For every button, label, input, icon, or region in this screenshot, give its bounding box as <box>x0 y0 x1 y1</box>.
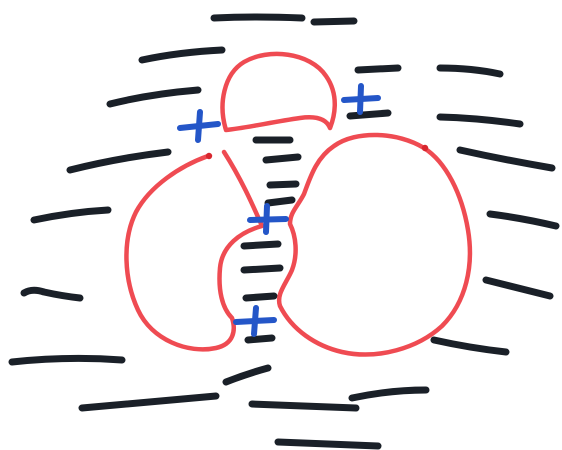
dash <box>246 296 274 298</box>
plus-marker <box>344 86 378 112</box>
dash <box>24 290 80 298</box>
dash <box>440 68 500 74</box>
dash <box>490 214 556 226</box>
dash <box>314 21 354 22</box>
dash <box>270 184 296 185</box>
dash <box>110 90 198 104</box>
dash <box>34 210 108 220</box>
dash <box>226 368 268 382</box>
dash <box>70 152 168 170</box>
dash <box>12 358 122 362</box>
loop-endpoint <box>206 153 212 159</box>
dash-strokes <box>12 17 556 446</box>
loop-endpoint <box>422 145 428 151</box>
dash <box>434 340 506 352</box>
dash <box>248 338 272 340</box>
dash <box>244 244 278 246</box>
plus-marker <box>236 308 274 334</box>
dash <box>252 404 356 408</box>
dash <box>440 117 520 124</box>
dash <box>278 442 378 446</box>
dash <box>486 280 550 296</box>
dash <box>350 113 388 116</box>
dash <box>358 68 398 70</box>
dash <box>142 50 222 60</box>
plus-marker <box>180 112 218 140</box>
top-loop <box>223 54 335 130</box>
dash <box>460 150 552 168</box>
red-loops <box>126 54 469 355</box>
dash <box>244 268 280 270</box>
dash <box>82 396 216 408</box>
dash <box>214 17 302 18</box>
dash <box>352 390 426 398</box>
right-loop <box>279 135 470 355</box>
dash <box>266 157 298 160</box>
dash <box>268 200 292 203</box>
